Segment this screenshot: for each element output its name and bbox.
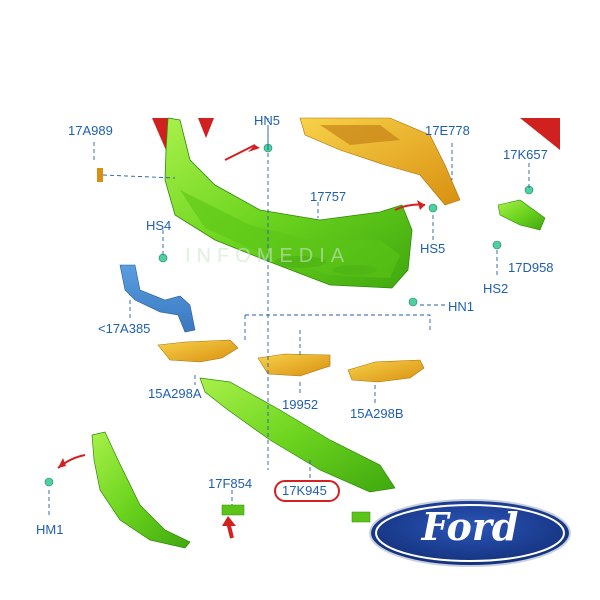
label-17E778[interactable]: 17E778: [425, 123, 470, 138]
label-HS5[interactable]: HS5: [420, 241, 446, 256]
label-17D958[interactable]: 17D958: [508, 260, 554, 275]
leader-lines: [48, 118, 530, 515]
ford-logo-oval: [369, 499, 571, 567]
label-HM1[interactable]: HM1: [36, 522, 64, 537]
part-17E778-shape: [299, 117, 461, 206]
label-HN1[interactable]: HN1: [448, 299, 475, 314]
label-17757[interactable]: 17757: [310, 189, 347, 204]
label-17K657[interactable]: 17K657: [503, 147, 548, 162]
part-lower-trim-shape: [91, 431, 191, 549]
label-HN5[interactable]: HN5: [254, 113, 281, 128]
part-15A298A-shape: [157, 339, 239, 363]
vehicle-context-red-right: [520, 118, 560, 150]
part-17D958-shape: [497, 199, 546, 231]
part-17F854-shape: [221, 504, 245, 516]
watermark-text: INFOMEDIA: [185, 245, 351, 267]
label-15A298A[interactable]: 15A298A: [148, 386, 202, 401]
label-17F854[interactable]: 17F854: [208, 476, 253, 491]
fastener-HS4: [158, 253, 168, 263]
label-HS2[interactable]: HS2: [483, 281, 509, 296]
part-15A298B-shape: [347, 359, 425, 383]
part-lower-clip-shape: [351, 511, 371, 523]
red-arrow-HN5: [224, 144, 256, 161]
part-17K945-shape: [199, 377, 396, 493]
label-17A385[interactable]: <17A385: [98, 321, 151, 336]
label-HS4[interactable]: HS4: [146, 218, 172, 233]
part-19952-shape: [257, 353, 331, 377]
ford-logo-text: Ford: [421, 504, 519, 549]
label-17K945[interactable]: 17K945: [282, 483, 327, 498]
part-17A385-shape: [119, 264, 196, 333]
fastener-HM1: [44, 477, 54, 487]
fastener-HS2: [492, 240, 502, 250]
fastener-HN1: [408, 297, 418, 307]
fastener-HS5: [428, 203, 438, 213]
vehicle-context-red-mid: [198, 118, 214, 138]
label-17A989[interactable]: 17A989: [68, 123, 113, 138]
label-15A298B[interactable]: 15A298B: [350, 406, 404, 421]
highlight-ring-17K945: [274, 480, 340, 502]
label-19952[interactable]: 19952: [282, 397, 319, 412]
